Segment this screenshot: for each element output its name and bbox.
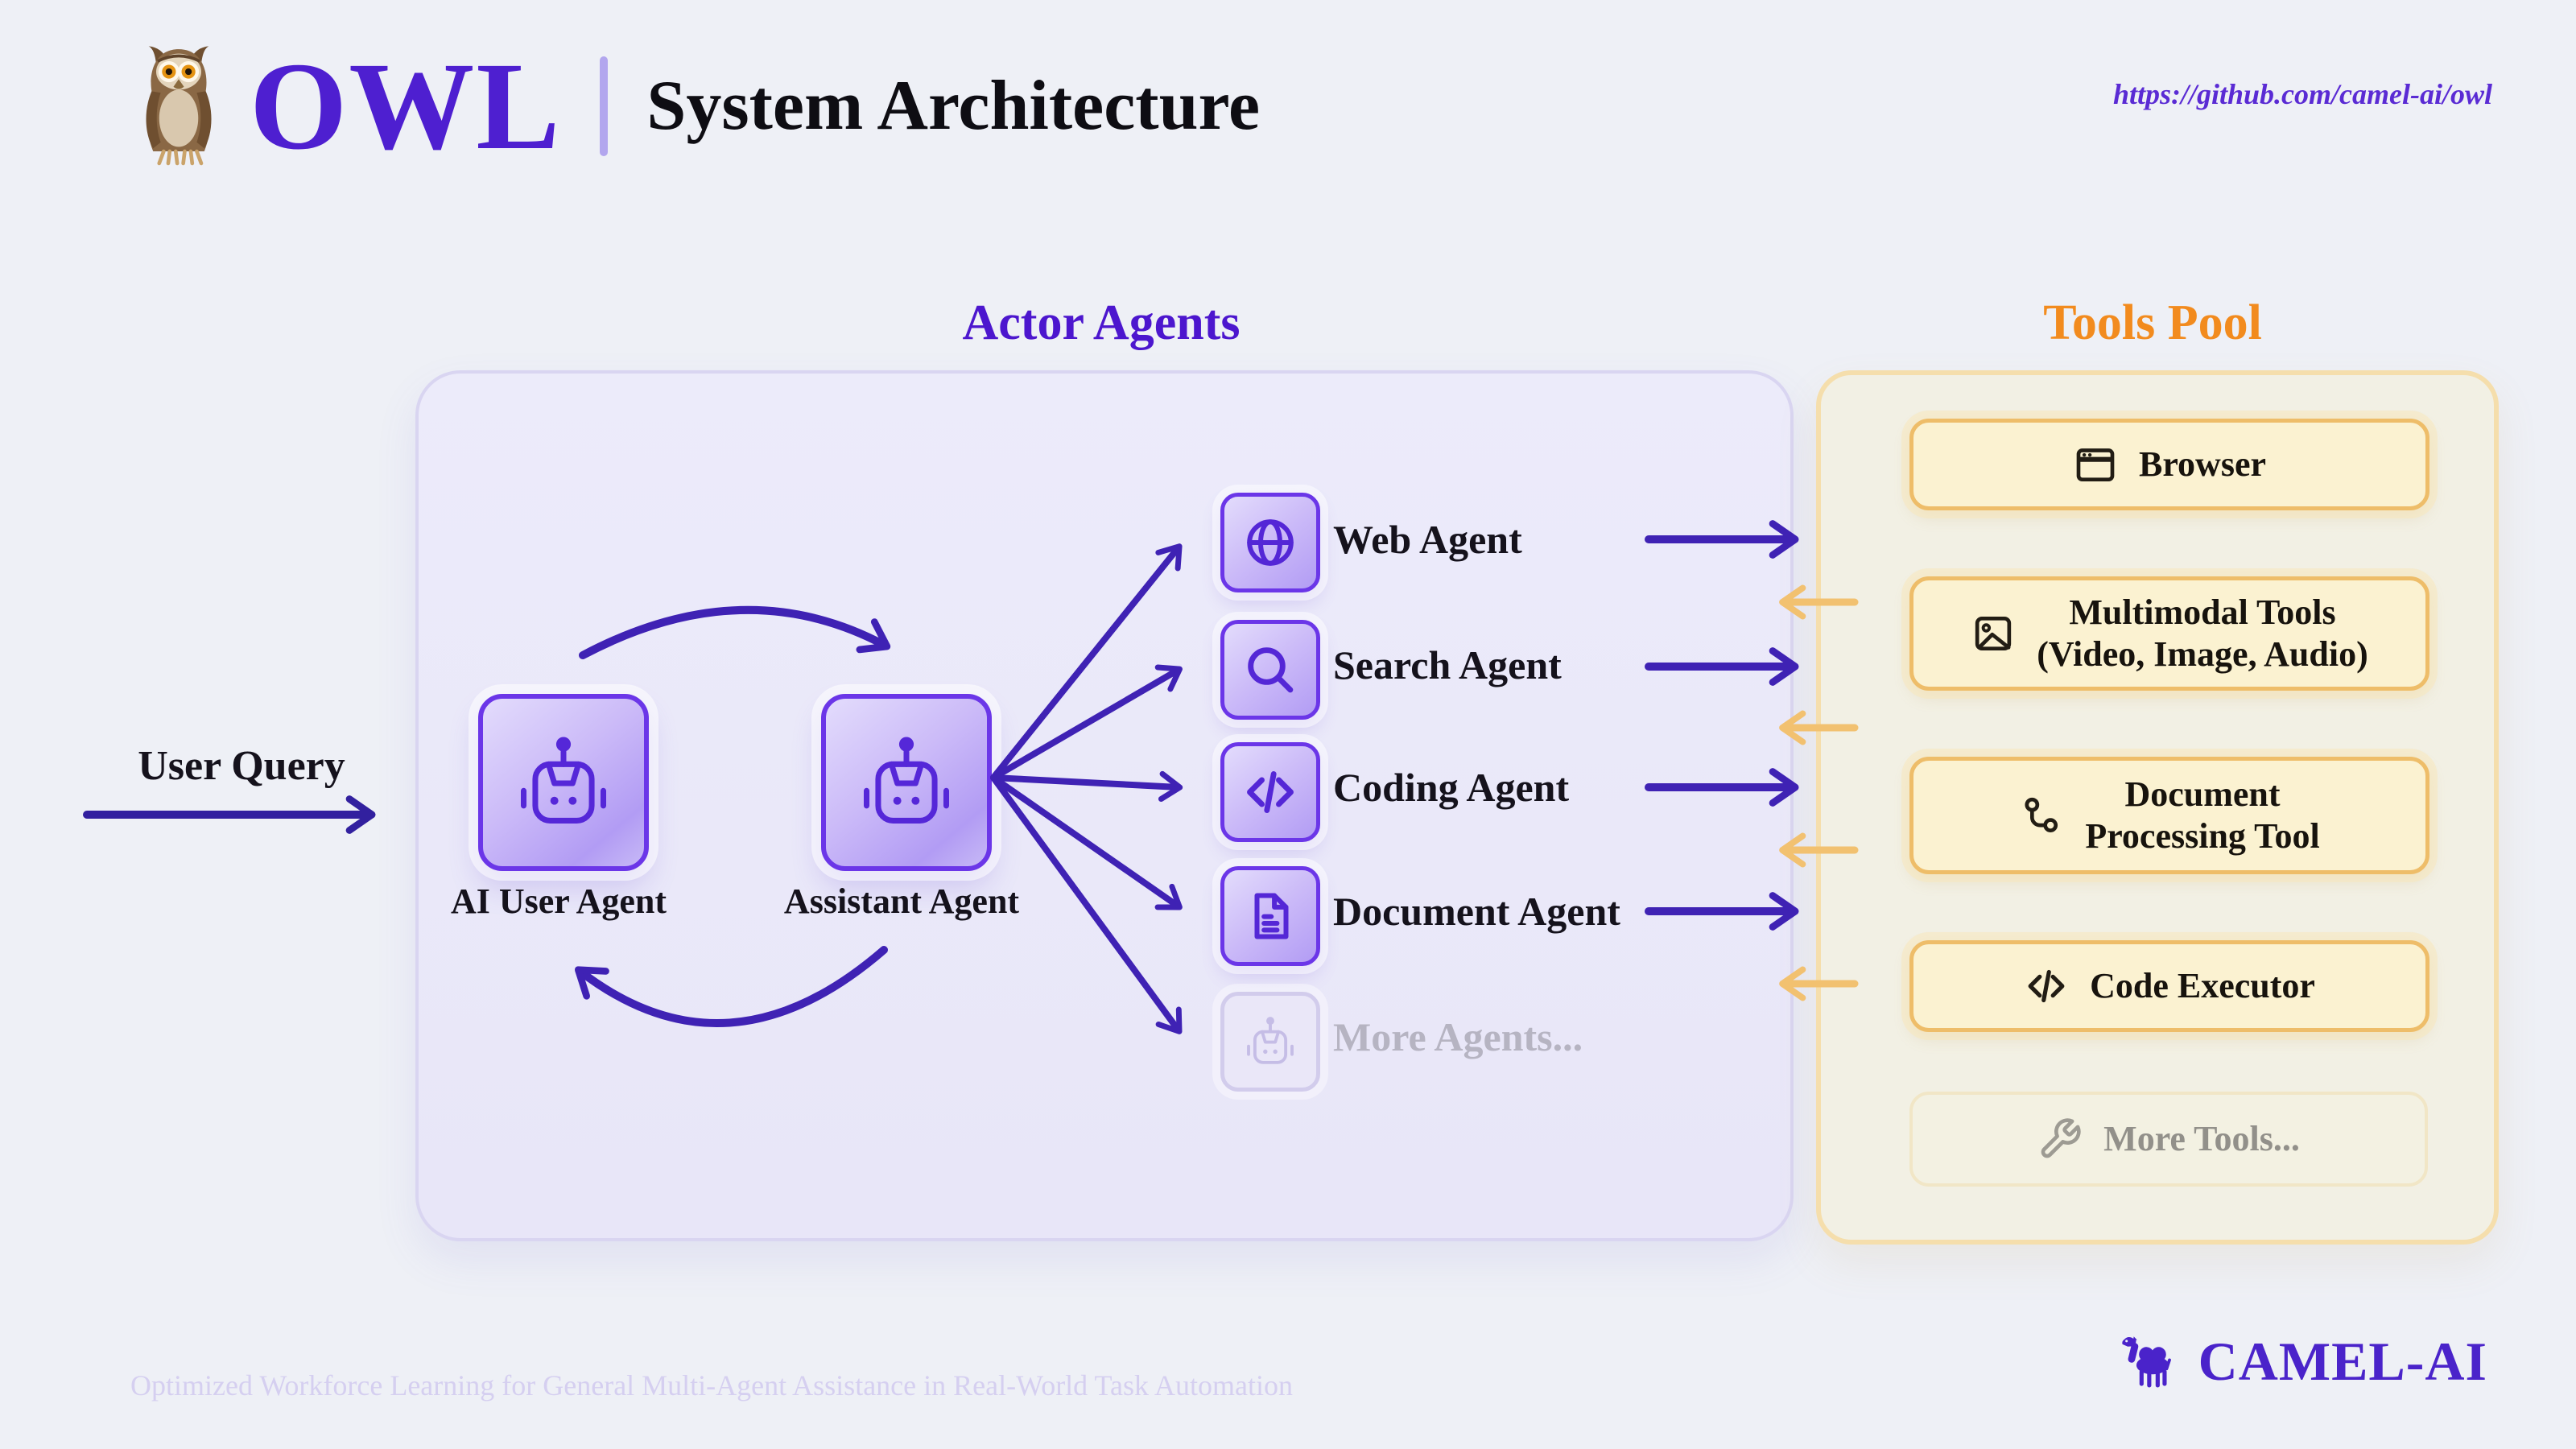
tool-code-executor-label: Code Executor xyxy=(2090,966,2315,1006)
tool-browser-label: Browser xyxy=(2138,444,2267,485)
tool-more-tools: More Tools... xyxy=(1909,1092,2428,1187)
brand-logo: CAMEL-AI xyxy=(2118,1330,2487,1393)
tool-browser: Browser xyxy=(1909,419,2429,510)
ai-user-agent-label: AI User Agent xyxy=(450,881,667,921)
document-icon xyxy=(1241,887,1299,945)
header: OWL System Architecture xyxy=(134,39,1260,174)
tool-multimodal: Multimodal Tools (Video, Image, Audio) xyxy=(1909,576,2429,691)
browser-window-icon xyxy=(2073,442,2118,487)
document-agent-label: Document Agent xyxy=(1333,889,1620,934)
tool-docproc-line1: Document xyxy=(2124,774,2281,815)
search-agent-label: Search Agent xyxy=(1333,642,1562,687)
image-icon xyxy=(1971,611,2016,656)
page-title: System Architecture xyxy=(646,67,1261,145)
ai-user-agent-tile xyxy=(478,694,649,871)
tool-document-processing: Document Processing Tool xyxy=(1909,757,2429,874)
tool-more-tools-label: More Tools... xyxy=(2103,1119,2300,1159)
owl-logo-icon xyxy=(134,42,224,171)
coding-agent-tile xyxy=(1220,742,1320,842)
header-divider xyxy=(600,56,609,156)
assistant-agent-tile xyxy=(821,694,992,871)
magnifier-icon xyxy=(1241,641,1299,699)
route-icon xyxy=(2019,793,2064,838)
code-brackets-icon xyxy=(2024,964,2069,1009)
web-agent-tile xyxy=(1220,493,1320,592)
tool-multimodal-line1: Multimodal Tools xyxy=(2069,592,2336,633)
tool-multimodal-line2: (Video, Image, Audio) xyxy=(2037,634,2368,674)
more-agents-label: More Agents... xyxy=(1333,1014,1583,1059)
tools-pool-title: Tools Pool xyxy=(2043,295,2262,350)
search-agent-tile xyxy=(1220,620,1320,720)
footer-tagline: Optimized Workforce Learning for General… xyxy=(130,1369,1293,1402)
camel-icon xyxy=(2118,1333,2186,1391)
web-agent-label: Web Agent xyxy=(1333,517,1522,562)
actor-pool-title: Actor Agents xyxy=(962,295,1241,350)
brand-text: CAMEL-AI xyxy=(2198,1331,2487,1392)
tool-code-executor: Code Executor xyxy=(1909,940,2429,1032)
document-agent-tile xyxy=(1220,866,1320,966)
code-brackets-icon xyxy=(1241,763,1299,821)
robot-icon xyxy=(510,729,617,836)
repo-url-link[interactable]: https://github.com/camel-ai/owl xyxy=(2112,78,2492,110)
more-agents-tile xyxy=(1220,992,1320,1092)
globe-icon xyxy=(1241,514,1299,572)
robot-icon xyxy=(1241,1013,1299,1071)
wrench-icon xyxy=(2037,1117,2083,1162)
user-query-label: User Query xyxy=(138,743,345,789)
tool-document-processing-label: Document Processing Tool xyxy=(2085,774,2319,857)
coding-agent-label: Coding Agent xyxy=(1333,765,1570,810)
assistant-agent-label: Assistant Agent xyxy=(783,881,1020,921)
robot-icon xyxy=(853,729,960,836)
logo-text: OWL xyxy=(250,36,562,175)
tool-docproc-line2: Processing Tool xyxy=(2085,816,2320,856)
tool-multimodal-label: Multimodal Tools (Video, Image, Audio) xyxy=(2037,592,2368,675)
